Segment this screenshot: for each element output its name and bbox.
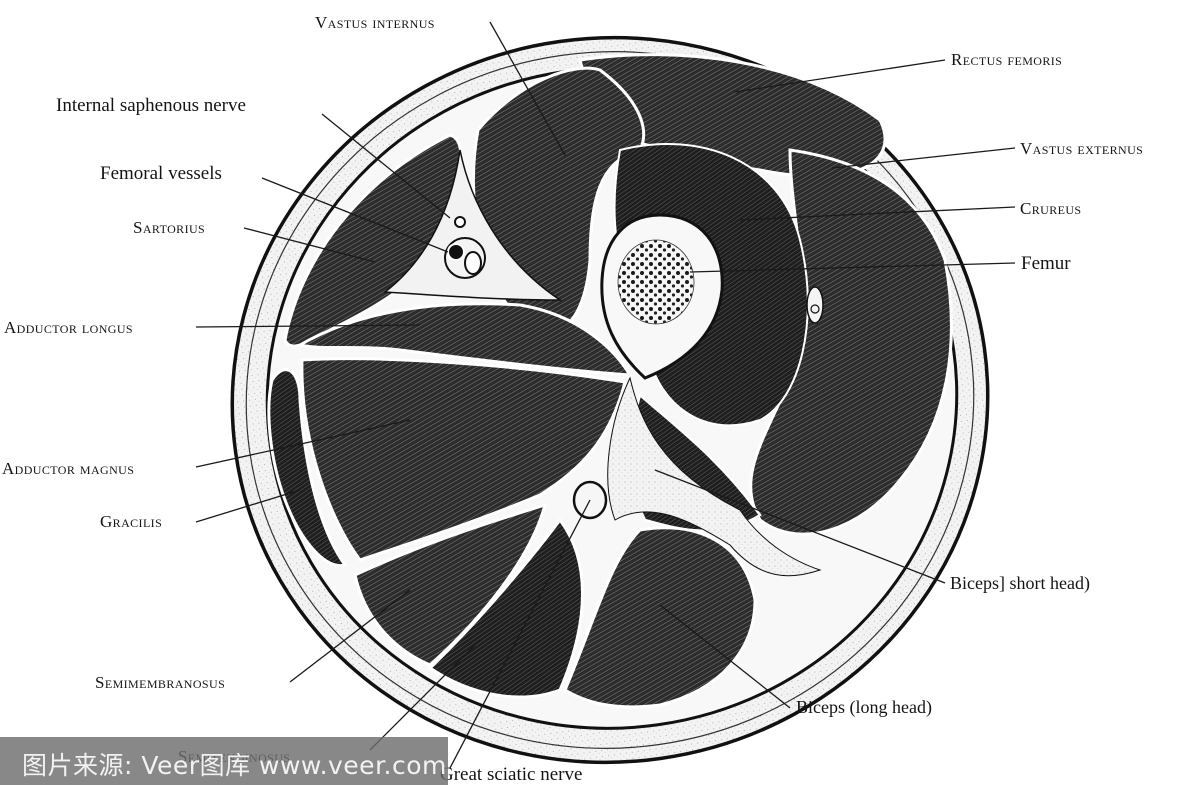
label-internal-saphenous-nerve: Internal saphenous nerve	[56, 95, 246, 116]
label-great-sciatic-nerve: Great sciatic nerve	[440, 764, 583, 785]
femur-bone	[600, 213, 724, 380]
label-femoral-vessels: Femoral vessels	[100, 163, 222, 184]
label-rectus-femoris: Rectus femoris	[951, 50, 1063, 69]
label-semimembranosus: Semimembranosus	[95, 673, 226, 692]
adductor-magnus-region	[300, 357, 627, 562]
label-biceps-short-head: Biceps] short head)	[950, 573, 1090, 593]
muscle-groups	[267, 53, 953, 709]
adductor-longus-region	[296, 302, 633, 377]
watermark-banner: 图片来源: Veer图库 www.veer.com	[0, 737, 448, 785]
label-adductor-magnus: Adductor magnus	[2, 459, 135, 478]
semimembranosus-region	[353, 502, 548, 667]
femoral-triangle	[382, 149, 563, 301]
label-gracilis: Gracilis	[100, 512, 163, 531]
label-vastus-internus: Vastus internus	[315, 13, 435, 32]
label-biceps-long-head: Biceps (long head)	[796, 697, 932, 717]
femoral-vessels-structure	[444, 216, 486, 279]
label-femur: Femur	[1021, 253, 1071, 274]
label-sartorius: Sartorius	[133, 218, 206, 237]
lateral-vessel-structure	[806, 286, 824, 324]
watermark-text: 图片来源: Veer图库 www.veer.com	[22, 751, 447, 780]
biceps-long-head-region	[563, 526, 757, 709]
label-adductor-longus: Adductor longus	[4, 318, 133, 337]
leader-lines	[195, 21, 1016, 769]
intermuscular-septum	[607, 376, 822, 577]
label-vastus-externus: Vastus externus	[1020, 139, 1144, 158]
gracilis-region	[267, 368, 348, 568]
label-crureus: Crureus	[1020, 199, 1082, 218]
